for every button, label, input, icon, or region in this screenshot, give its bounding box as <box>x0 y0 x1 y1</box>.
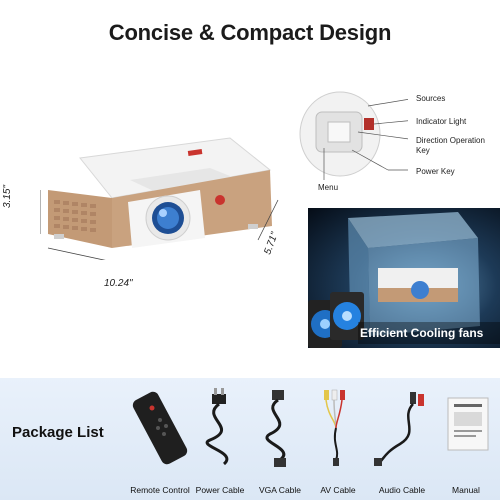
audio-cable-icon <box>374 392 424 466</box>
package-item-label: VGA Cable <box>258 485 302 496</box>
package-item-label: Manual <box>452 485 480 496</box>
power-key-callout: Power Key <box>416 167 455 176</box>
package-item-manual: Manual <box>436 388 496 500</box>
sources-callout: Sources <box>416 94 446 103</box>
package-list-title: Package List <box>12 424 104 441</box>
package-item-vga-cable: VGA Cable <box>252 388 308 500</box>
package-list-section <box>0 378 500 500</box>
cooling-fans-image <box>308 208 500 348</box>
page-title: Concise & Compact Design <box>108 20 392 45</box>
direction-key-callout: Direction Operation Key <box>416 136 485 155</box>
menu-callout: Menu <box>318 183 339 192</box>
remote-control-icon <box>132 391 188 465</box>
power-cable-icon <box>205 388 229 466</box>
package-item-av-cable: AV Cable <box>310 388 366 500</box>
av-cable-icon <box>324 389 345 466</box>
manual-icon <box>447 397 489 451</box>
package-item-audio-cable: Audio Cable <box>370 388 434 500</box>
package-item-label: Audio Cable <box>378 485 426 496</box>
vga-cable-icon <box>265 390 286 467</box>
projector-illustration <box>40 137 279 260</box>
package-item-label: AV Cable <box>320 485 356 496</box>
indicator-light-callout: Indicator Light <box>416 117 467 126</box>
package-item-label: Power Cable <box>195 485 245 496</box>
package-item-remote-control: Remote Control <box>130 388 190 500</box>
height-dimension: 3.15" <box>2 184 13 208</box>
control-panel-illustration <box>299 91 408 180</box>
package-item-label: Remote Control <box>130 485 190 496</box>
package-item-power-cable: Power Cable <box>190 388 250 500</box>
width-dimension: 10.24" <box>104 278 133 289</box>
cooling-fans-label: Efficient Cooling fans <box>360 326 484 340</box>
